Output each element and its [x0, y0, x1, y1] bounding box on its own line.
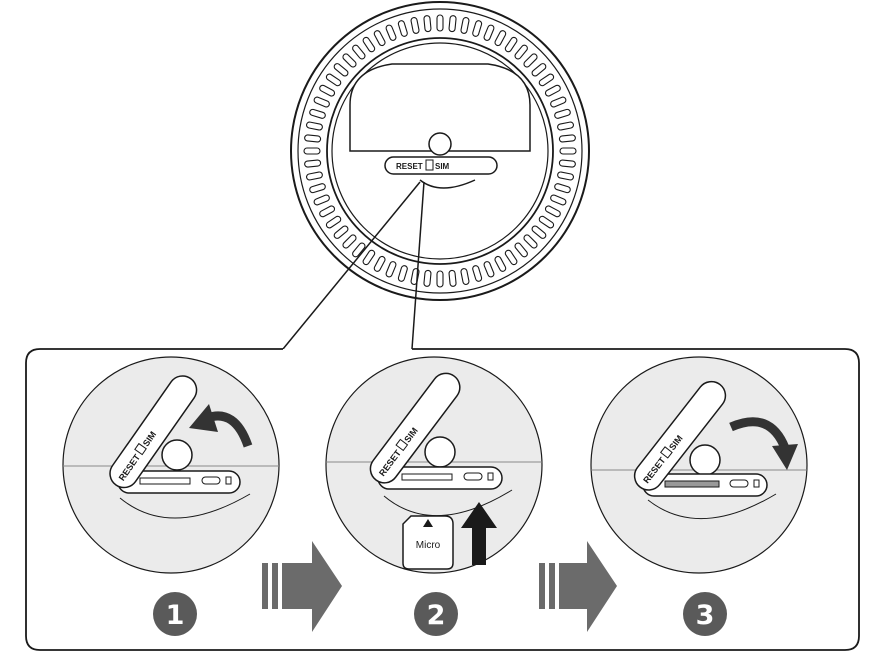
vent-slot	[514, 242, 528, 258]
vent-slot	[460, 17, 470, 34]
vent-slot	[550, 96, 567, 108]
vent-slot	[557, 171, 574, 181]
vent-slot	[531, 63, 547, 77]
vent-slot	[558, 134, 576, 143]
vent-slot	[309, 183, 326, 194]
vent-slot	[325, 215, 342, 229]
sim-label: SIM	[435, 162, 450, 171]
step-2-badge: 2	[414, 592, 458, 636]
vent-slot	[333, 63, 349, 77]
vent-slot	[436, 270, 444, 288]
vent-slot	[373, 30, 386, 47]
vent-slot	[342, 53, 357, 68]
vent-slot	[342, 234, 357, 249]
inserted-sim	[664, 480, 720, 488]
step-1-badge: 1	[153, 592, 197, 636]
vent-slot	[304, 134, 322, 143]
sim-icon	[425, 159, 434, 171]
vent-slot	[306, 171, 323, 181]
vent-slot	[304, 159, 322, 168]
vent-slot	[554, 183, 571, 194]
port-strip	[384, 156, 498, 175]
step-2-number: 2	[427, 600, 446, 631]
reset-label: RESET	[396, 162, 423, 171]
vent-slot	[514, 44, 528, 60]
vent-slot	[325, 73, 342, 87]
vent-slot	[558, 159, 576, 168]
vent-slot	[531, 225, 547, 239]
vent-slot	[309, 108, 326, 119]
sim-icon	[134, 442, 147, 456]
vent-slot	[397, 265, 408, 282]
sim-icon	[395, 438, 409, 452]
rotate-close-arrow	[729, 417, 798, 470]
vent-slot	[472, 20, 483, 37]
vent-slot	[544, 84, 561, 97]
vent-slot	[504, 249, 518, 266]
vent-slot	[523, 234, 538, 249]
vent-slot	[397, 20, 408, 37]
step-3-badge: 3	[683, 592, 727, 636]
callout-lines	[282, 181, 425, 350]
insert-up-arrow	[461, 502, 497, 565]
vent-slot	[319, 84, 336, 97]
sim-cover-closing: RESET SIM	[633, 380, 727, 491]
next-arrow-1	[262, 541, 342, 632]
vent-slot	[494, 255, 507, 272]
step-3-number: 3	[696, 600, 715, 631]
vent-slot	[494, 30, 507, 47]
vent-slot	[362, 36, 376, 53]
vent-slot	[410, 17, 420, 34]
vent-slot	[385, 24, 397, 41]
sim-icon	[659, 446, 673, 459]
vent-slot	[352, 242, 366, 258]
vent-slot	[423, 269, 432, 287]
step-1-number: 1	[166, 600, 185, 631]
vent-slot	[483, 24, 495, 41]
vent-slot	[448, 269, 457, 287]
vent-slot	[504, 36, 518, 53]
vent-slot	[352, 44, 366, 60]
vent-slot	[303, 147, 321, 155]
vent-slot	[306, 121, 323, 131]
vent-slot	[554, 108, 571, 119]
vent-slot	[523, 53, 538, 68]
vent-slot	[538, 215, 555, 229]
vent-slot	[313, 96, 330, 108]
vent-slot	[448, 15, 457, 33]
micro-card-label: Micro	[416, 540, 441, 551]
router-device: RESET SIM	[290, 1, 590, 301]
sim-cover-open: RESET SIM	[109, 375, 198, 489]
micro-sim-card: Micro	[402, 515, 454, 570]
vent-slot	[472, 265, 483, 282]
step-2-view: RESET SIM Micro	[325, 356, 543, 574]
rotate-open-arrow	[189, 404, 253, 448]
vent-slot	[333, 225, 349, 239]
card-orientation-triangle	[423, 519, 433, 527]
vent-slot	[460, 268, 470, 285]
vent-slot	[436, 14, 444, 32]
vent-slots	[303, 14, 577, 288]
step-1-view: RESET SIM	[62, 356, 280, 574]
vent-slot	[557, 121, 574, 131]
vent-slot	[559, 147, 577, 155]
vent-slot	[544, 205, 561, 218]
vent-slot	[423, 15, 432, 33]
vent-slot	[550, 194, 567, 206]
vent-slot	[313, 194, 330, 206]
vent-slot	[538, 73, 555, 87]
vent-slot	[319, 205, 336, 218]
sim-cover-open: RESET SIM	[369, 372, 461, 484]
step-3-view: RESET SIM	[590, 356, 808, 574]
vent-slot	[483, 261, 495, 278]
vent-slot	[373, 255, 386, 272]
next-arrow-2	[539, 541, 617, 632]
vent-slot	[362, 249, 376, 266]
vent-slot	[385, 261, 397, 278]
